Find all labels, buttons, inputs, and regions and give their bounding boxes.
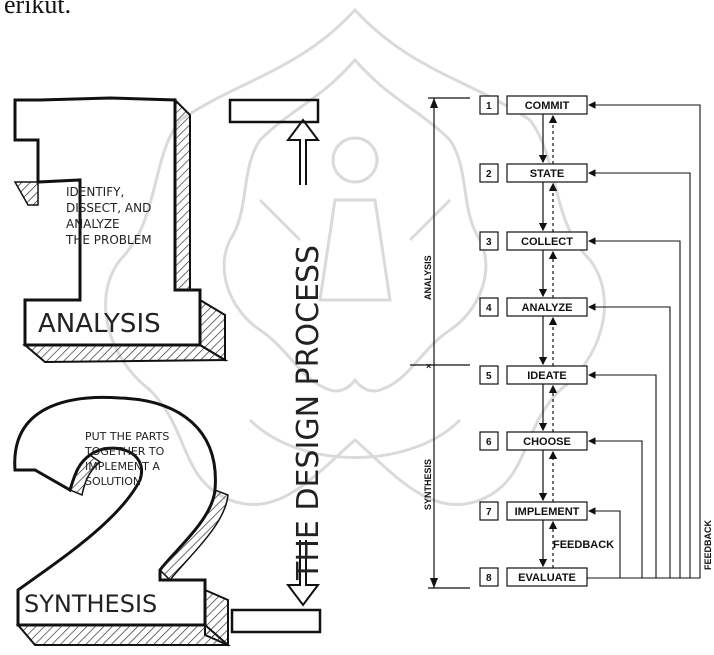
step-7-number: 7 — [486, 507, 492, 518]
one-text-line-4: THE PROBLEM — [65, 233, 152, 247]
step-1-label: COMMIT — [525, 100, 570, 112]
step-7: 7 IMPLEMENT — [480, 502, 587, 520]
analysis-side-label: ANALYSIS — [423, 255, 433, 300]
step-5-number: 5 — [486, 371, 492, 382]
step-6-number: 6 — [486, 437, 492, 448]
step-5: 5 IDEATE — [480, 366, 587, 384]
feedback-label: FEEDBACK — [553, 539, 614, 551]
synthesis-label: SYNTHESIS — [24, 590, 157, 618]
one-text-line-3: ANALYZE — [66, 217, 120, 231]
step-1: 1 COMMIT — [480, 96, 587, 114]
one-text-line-2: DISSECT, AND — [66, 201, 151, 215]
feedback-loops — [587, 105, 700, 578]
analysis-label: ANALYSIS — [38, 309, 161, 339]
step-1-number: 1 — [486, 101, 492, 112]
synthesis-side-label: SYNTHESIS — [423, 459, 433, 510]
divider-mark: × — [426, 361, 431, 371]
number-two-block: PUT THE PARTS TOGETHER TO IMPLEMENT A SO… — [15, 397, 228, 645]
step-6-label: CHOOSE — [523, 436, 571, 448]
step-4-number: 4 — [486, 303, 492, 314]
step-4: 4 ANALYZE — [480, 298, 587, 316]
one-text-line-1: IDENTIFY, — [66, 185, 124, 199]
step-5-label: IDEATE — [527, 370, 567, 382]
design-process-arrow: THE DESIGN PROCESS — [230, 100, 326, 632]
two-text-line-4: SOLUTION — [85, 475, 141, 488]
step-8-label: EVALUATE — [518, 572, 576, 584]
step-4-label: ANALYZE — [522, 302, 573, 314]
step-3: 3 COLLECT — [480, 232, 587, 250]
step-3-number: 3 — [486, 237, 492, 248]
step-7-label: IMPLEMENT — [515, 506, 580, 518]
step-2: 2 STATE — [480, 164, 587, 182]
step-8-number: 8 — [486, 573, 492, 584]
step-3-label: COLLECT — [521, 236, 573, 248]
number-one-block: IDENTIFY, DISSECT, AND ANALYZE THE PROBL… — [15, 98, 225, 362]
step-6: 6 CHOOSE — [480, 432, 587, 450]
two-text-line-2: TOGETHER TO — [84, 445, 165, 458]
two-text-line-3: IMPLEMENT A — [85, 460, 160, 473]
step-2-label: STATE — [530, 168, 564, 180]
vertical-design-process-title: THE DESIGN PROCESS — [291, 245, 326, 581]
feedback-side-label: FEEDBACK — [703, 519, 713, 570]
flow-chart: ANALYSIS SYNTHESIS × 1 COMMIT 2 STATE 3 … — [410, 96, 713, 588]
step-8: 8 EVALUATE — [480, 568, 587, 586]
two-text-line-1: PUT THE PARTS — [85, 430, 169, 443]
step-2-number: 2 — [486, 169, 492, 180]
